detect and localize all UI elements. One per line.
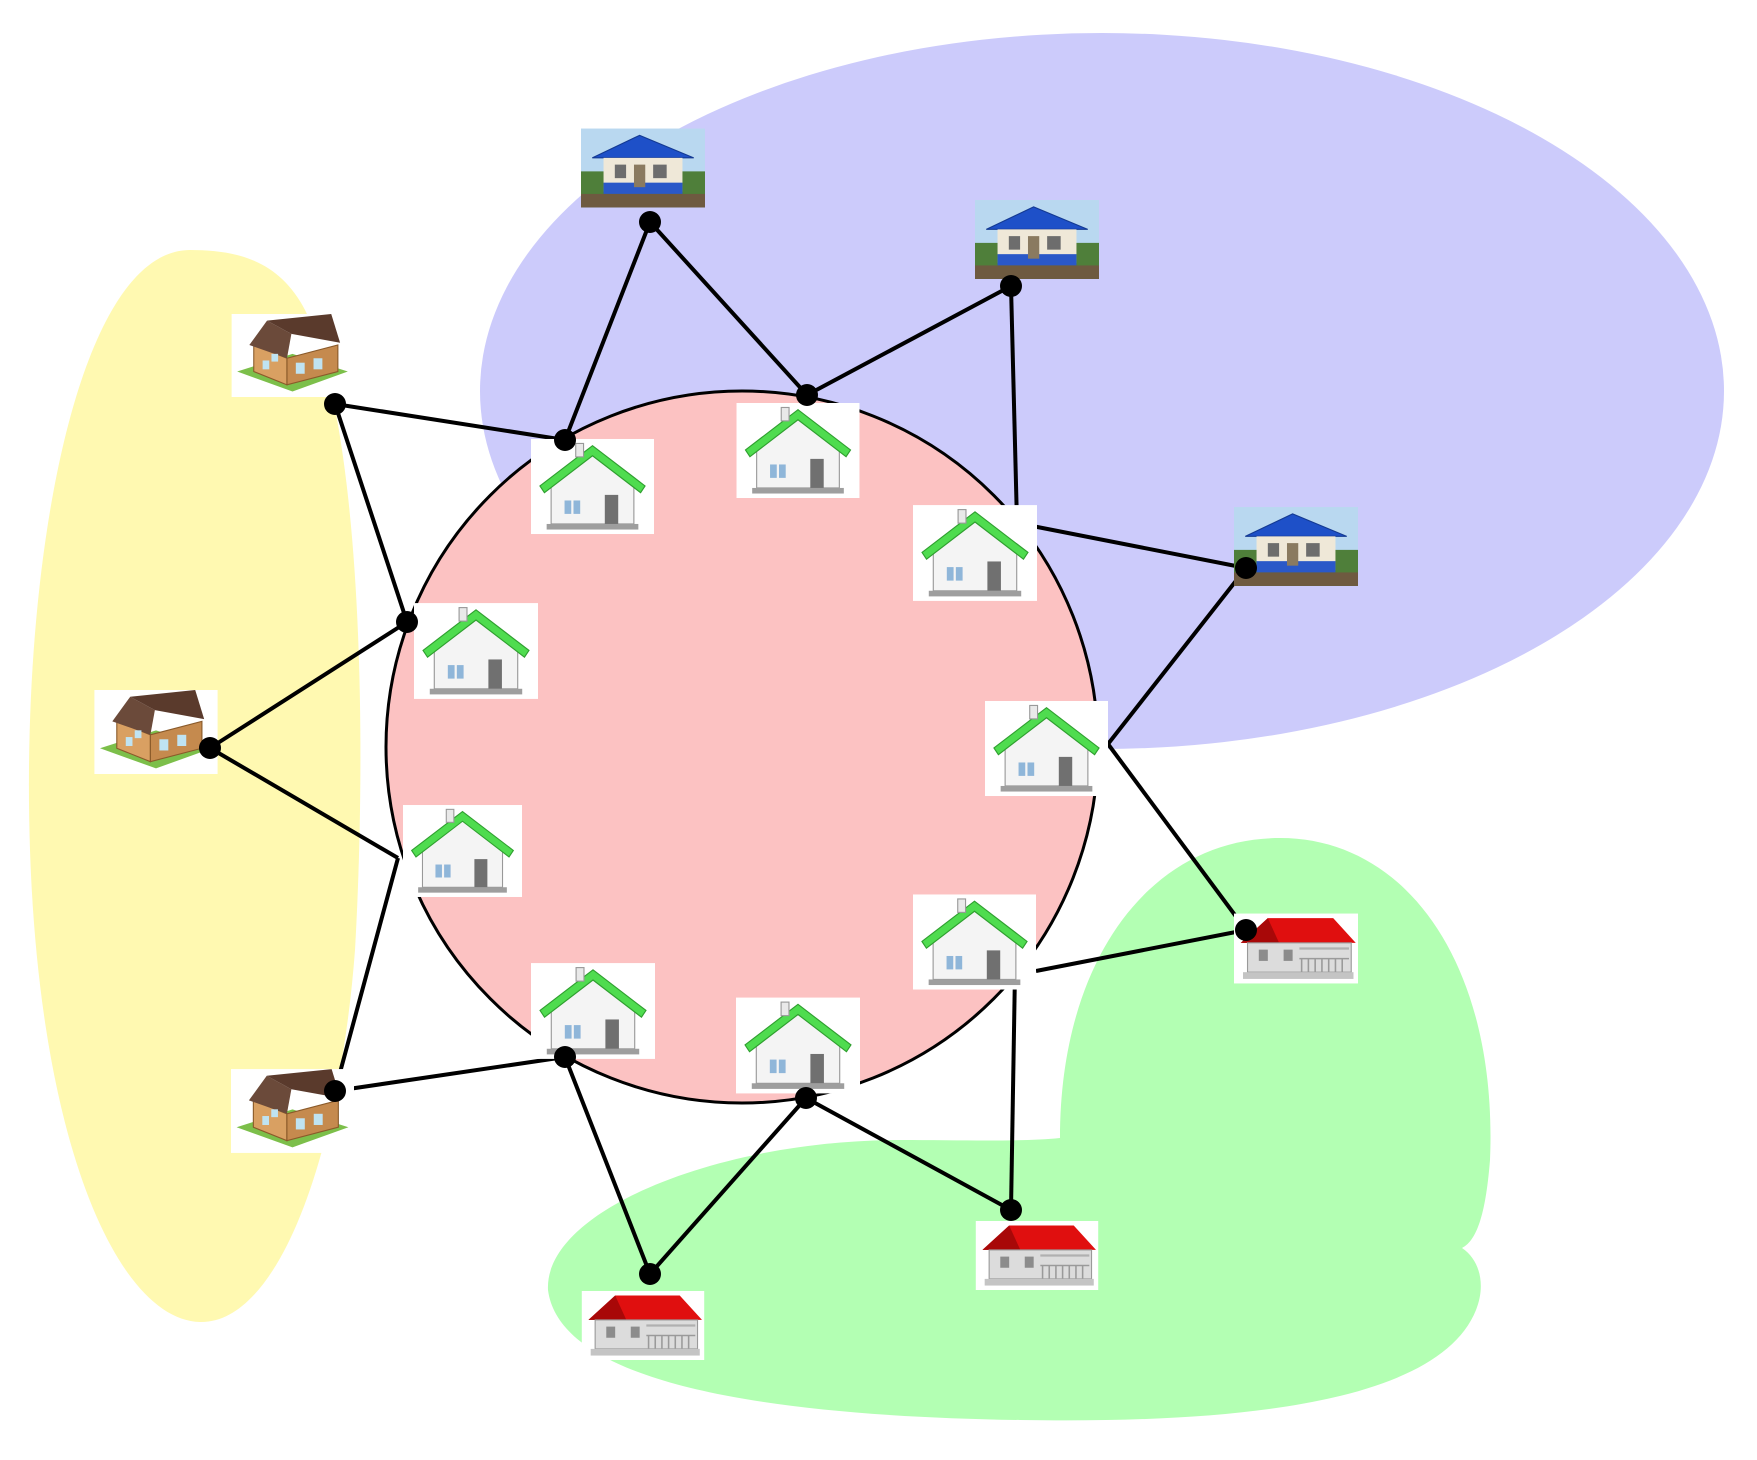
green-region [547, 838, 1491, 1421]
edge-g3-r8 [563, 1056, 652, 1275]
green-roof-house-icon [414, 603, 538, 699]
node-dot [1235, 919, 1257, 941]
node-dot [796, 384, 818, 406]
edge-y3-r9 [333, 857, 400, 1092]
blue-roof-house-photo-icon [975, 200, 1099, 279]
node-dot [554, 1046, 576, 1068]
edge-y1-r10 [333, 403, 409, 623]
edge-g1-r5 [1035, 928, 1247, 973]
green-roof-house-icon [913, 505, 1037, 601]
green-roof-house-icon [736, 403, 860, 498]
green-roof-house-icon [531, 438, 654, 535]
node-dot [639, 211, 661, 233]
edge-b3-r4 [1106, 566, 1248, 746]
edge-g1-r4 [1106, 742, 1248, 932]
node-dot [639, 1263, 661, 1285]
node-dot [396, 611, 418, 633]
green-roof-house-icon [403, 804, 522, 898]
node-dot [1000, 1199, 1022, 1221]
red-roof-cottage-icon [581, 1291, 705, 1360]
blue-roof-house-photo-icon [581, 128, 705, 208]
node-dot [1235, 557, 1257, 579]
node-dot [554, 429, 576, 451]
edge-g2-r6 [805, 1096, 1012, 1212]
green-roof-house-icon [531, 963, 655, 1059]
edge-g3-r6 [648, 1096, 808, 1276]
regions-layer [28, 33, 1724, 1421]
edge-y1-r1 [334, 402, 566, 442]
edge-y3-r8 [334, 1055, 566, 1093]
edge-b2-r3 [1009, 285, 1019, 524]
edge-g2-r5 [1009, 970, 1017, 1211]
node-dot [199, 737, 221, 759]
red-roof-cottage-icon [975, 1221, 1099, 1290]
edges-layer [208, 220, 1248, 1276]
edge-b3-r3 [1016, 521, 1247, 570]
edge-y2-r10 [208, 620, 409, 750]
yellow-region [28, 250, 361, 1323]
edge-b1-r1 [563, 221, 652, 441]
node-dot [1000, 275, 1022, 297]
brown-roof-townhouse-icon [94, 690, 218, 774]
dots-layer [199, 211, 1257, 1285]
edge-b1-r2 [648, 220, 809, 397]
node-dot [324, 393, 346, 415]
green-roof-house-icon [736, 997, 860, 1094]
edge-b2-r2 [806, 284, 1012, 397]
node-dot [324, 1080, 346, 1102]
green-roof-house-icon [985, 700, 1108, 797]
green-roof-house-icon [913, 894, 1036, 990]
node-dot [795, 1087, 817, 1109]
brown-roof-townhouse-icon [231, 314, 354, 397]
edge-y2-r9 [208, 746, 400, 860]
